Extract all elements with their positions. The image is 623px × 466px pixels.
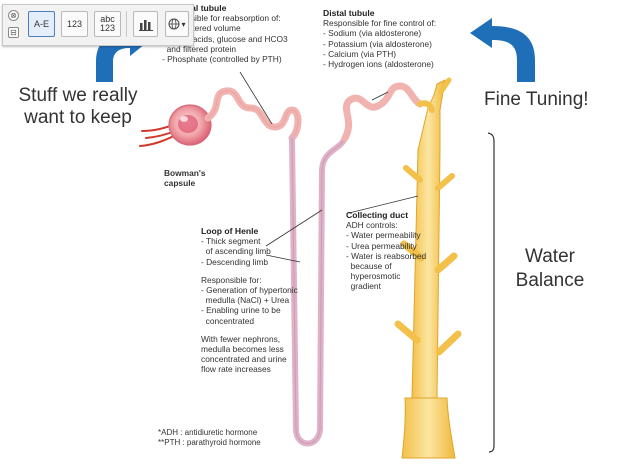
proximal-tubule-label: Proximal tubule Responsible for reabsorp… xyxy=(162,3,332,64)
henle-line: of ascending limb xyxy=(201,246,271,257)
bowmans-capsule-label: Bowman's capsule xyxy=(164,168,206,188)
fine-tuning-annotation: Fine Tuning! xyxy=(484,89,589,110)
henle-line: - Thick segment xyxy=(201,236,261,247)
proximal-line: - Phosphate (controlled by PTH) xyxy=(162,54,282,65)
abc-label: abc xyxy=(100,14,115,24)
close-icon[interactable]: ⊗ xyxy=(8,10,19,21)
bar-chart-button[interactable] xyxy=(133,11,158,37)
arrow-icon-right xyxy=(470,18,535,82)
footnote: **PTH : parathyroid hormone xyxy=(158,437,261,447)
henle-line: Responsible for: xyxy=(201,274,262,285)
henle-line: medulla becomes less xyxy=(201,344,284,355)
abc-number-label: 123 xyxy=(99,23,116,33)
collecting-line: - Water permeability xyxy=(346,230,421,241)
collecting-duct-shape xyxy=(394,77,462,459)
keep-line: Stuff we really xyxy=(18,85,138,106)
distal-line: Responsible for fine control of: xyxy=(323,18,437,29)
loop-of-henle-label: Loop of Henle - Thick segment of ascendi… xyxy=(201,226,331,375)
water-balance-annotation: Water Balance xyxy=(509,245,591,293)
label-pointers xyxy=(239,71,419,263)
collecting-title: Collecting duct xyxy=(346,210,409,220)
text-answer-button[interactable]: abc 123 xyxy=(94,11,121,37)
water-line: Balance xyxy=(515,270,585,291)
proximal-tubule-shape xyxy=(204,87,302,142)
collecting-duct-label: Collecting duct ADH controls: - Water pe… xyxy=(346,210,456,292)
globe-dropdown-button[interactable]: ▾ xyxy=(165,11,189,37)
bowmans-line: Bowman's xyxy=(164,168,206,178)
numbers-answer-button[interactable]: 123 xyxy=(61,11,88,37)
henle-line: - Descending limb xyxy=(201,256,269,267)
proximal-line: Responsible for reabsorption of: xyxy=(162,13,281,24)
henle-title: Loop of Henle xyxy=(201,226,259,236)
proximal-line: and filtered protein xyxy=(162,43,237,54)
footnotes: *ADH : antidiuretic hormone **PTH : para… xyxy=(158,428,261,447)
proximal-title: Proximal tubule xyxy=(162,3,227,13)
collecting-line: gradient xyxy=(346,281,381,292)
henle-line: concentrated and urine xyxy=(201,354,287,365)
distal-tubule-shape xyxy=(341,82,424,142)
bowmans-capsule-shape xyxy=(168,104,212,146)
collecting-line: ADH controls: xyxy=(346,220,398,231)
henle-line: - Enabling urine to be xyxy=(201,305,281,316)
bowmans-line: capsule xyxy=(164,178,196,189)
chevron-down-icon: ▾ xyxy=(181,19,186,29)
henle-line: flow rate increases xyxy=(201,364,271,375)
floating-toolbar: ⊗ ⊟ A-E 123 abc 123 ▾ xyxy=(2,4,194,46)
henle-line: medulla (NaCl) + Urea xyxy=(201,295,290,306)
distal-line: - Potassium (via aldosterone) xyxy=(323,38,432,49)
distal-title: Distal tubule xyxy=(323,8,375,18)
proximal-line: - Amino acids, glucose and HCO3 xyxy=(162,33,288,44)
footnote: *ADH : antidiuretic hormone xyxy=(158,428,258,437)
collecting-line: - Water is reabsorbed xyxy=(346,250,427,261)
minimize-icon[interactable]: ⊟ xyxy=(8,27,19,38)
water-balance-bracket xyxy=(487,132,495,453)
keep-line: want to keep xyxy=(24,107,132,128)
distal-line: - Sodium (via aldosterone) xyxy=(323,28,422,39)
henle-line: concentrated xyxy=(201,315,255,326)
distal-tubule-label: Distal tubule Responsible for fine contr… xyxy=(323,8,493,69)
distal-line: - Calcium (via PTH) xyxy=(323,48,397,59)
collecting-line: - Urea permeability xyxy=(346,240,417,251)
globe-icon xyxy=(168,18,180,30)
collecting-line: hyperosmotic xyxy=(346,271,401,282)
water-line: Water xyxy=(525,246,575,267)
henle-line: With fewer nephrons, xyxy=(201,333,281,344)
proximal-line: - 65% filtered volume xyxy=(162,23,241,34)
toolbar-divider xyxy=(126,11,127,37)
henle-line: - Generation of hypertonic xyxy=(201,285,298,296)
letters-answer-button[interactable]: A-E xyxy=(28,11,55,37)
bar-chart-icon xyxy=(138,19,153,31)
keep-annotation: Stuff we really want to keep xyxy=(8,85,148,129)
distal-line: - Hydrogen ions (aldosterone) xyxy=(323,59,434,70)
collecting-line: because of xyxy=(346,261,392,272)
